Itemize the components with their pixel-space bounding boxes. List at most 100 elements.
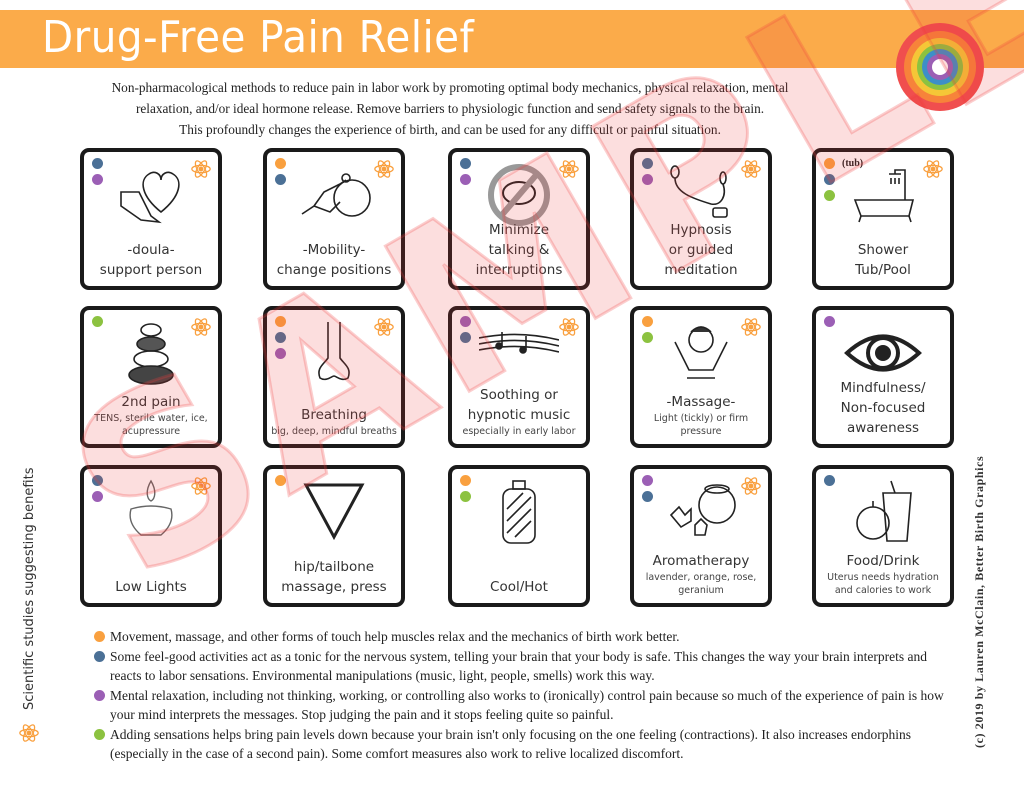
intro-text: Non-pharmacological methods to reduce pa… (40, 77, 860, 140)
atom-icon (19, 724, 39, 742)
card-title: -doula- (127, 242, 175, 258)
category-dots (460, 316, 471, 343)
category-dots (642, 158, 653, 185)
triangle-icon (289, 477, 379, 547)
card-title: Non-focused (840, 400, 926, 416)
purple-dot-icon (275, 348, 286, 359)
orange-dot-icon (460, 475, 471, 486)
card-title: or guided (668, 242, 734, 258)
card-label: -doula-support person (86, 240, 216, 280)
intro-line: relaxation, and/or ideal hormone release… (135, 101, 765, 116)
purple-dot-icon (460, 174, 471, 185)
method-card: -Mobility-change positions (263, 148, 405, 290)
category-dots (275, 475, 286, 486)
purple-dot-icon (460, 316, 471, 327)
atom-icon (373, 158, 395, 180)
category-dots (642, 475, 653, 502)
category-dots (275, 316, 286, 359)
card-subtitle: lavender, orange, rose, geranium (645, 572, 757, 596)
card-title: awareness (846, 420, 920, 436)
orange-dot-icon (275, 316, 286, 327)
method-card: Aromatherapy lavender, orange, rose, gera… (630, 465, 772, 607)
legend-item: Some feel-good activities act as a tonic… (94, 647, 954, 686)
card-title: Aromatherapy (652, 553, 750, 569)
card-title: Mindfulness/ (840, 380, 926, 396)
card-title: Food/Drink (846, 553, 920, 569)
blue-dot-icon (824, 475, 835, 486)
purple-dot-icon (92, 491, 103, 502)
card-label: -Massage-Light (tickly) or firm pressure (636, 392, 766, 438)
blue-dot-icon (275, 174, 286, 185)
atom-icon (740, 158, 762, 180)
card-title: Cool/Hot (490, 579, 548, 595)
card-title: talking & (488, 242, 550, 258)
copyright: (c) 2019 by Lauren McClain, Better Birth… (972, 455, 986, 748)
category-dots (460, 475, 471, 502)
blue-dot-icon (824, 174, 835, 185)
category-dots (92, 475, 103, 502)
category-dots (824, 158, 835, 201)
legend: Movement, massage, and other forms of to… (94, 627, 954, 764)
card-subtitle: TENS, sterile water, ice, acupressure (94, 413, 208, 437)
card-label: -Mobility-change positions (269, 240, 399, 280)
category-dots (92, 158, 103, 185)
card-label: Aromatherapy lavender, orange, rose, gera… (636, 551, 766, 597)
green-dot-icon (460, 491, 471, 502)
atom-icon (922, 158, 944, 180)
card-title: support person (99, 262, 203, 278)
card-title: Soothing or (480, 387, 558, 403)
blue-dot-icon (92, 158, 103, 169)
card-title: 2nd pain (121, 394, 181, 410)
green-dot-icon (642, 332, 653, 343)
card-subtitle: Uterus needs hydration and calories to w… (827, 572, 939, 596)
flowers-orange-icon (656, 477, 746, 547)
birth-ball-icon (289, 160, 379, 230)
card-title: Shower (857, 242, 909, 258)
bathtub-icon (838, 160, 928, 230)
no-talking-icon (474, 160, 564, 230)
hot-water-bottle-icon (474, 477, 564, 547)
atom-icon (190, 158, 212, 180)
stones-icon (106, 318, 196, 388)
apple-drink-icon (838, 477, 928, 547)
category-dots (824, 475, 835, 486)
blue-dot-icon (275, 332, 286, 343)
purple-dot-icon (94, 689, 105, 701)
category-dots (460, 158, 471, 185)
card-label: Low Lights (86, 577, 216, 597)
orange-dot-icon (275, 475, 286, 486)
atom-icon (558, 158, 580, 180)
atom-icon (190, 316, 212, 338)
purple-dot-icon (824, 316, 835, 327)
green-dot-icon (824, 190, 835, 201)
blue-dot-icon (642, 158, 653, 169)
legend-text: Mental relaxation, including not thinkin… (110, 687, 944, 723)
card-title: interruptions (475, 262, 563, 278)
blue-dot-icon (92, 475, 103, 486)
atom-icon (558, 316, 580, 338)
atom-icon (373, 316, 395, 338)
atom-icon (740, 316, 762, 338)
rainbow-logo-icon (896, 23, 984, 111)
intro-line: This profoundly changes the experience o… (179, 122, 721, 137)
card-title: Hypnosis (670, 222, 732, 238)
card-label: Cool/Hot (454, 577, 584, 597)
page-title: Drug-Free Pain Relief (42, 12, 475, 63)
method-card: Mindfulness/Non-focused awareness (812, 306, 954, 448)
blue-dot-icon (460, 158, 471, 169)
blue-dot-icon (94, 650, 105, 662)
orange-dot-icon (275, 158, 286, 169)
atom-icon (740, 475, 762, 497)
orange-dot-icon (642, 316, 653, 327)
